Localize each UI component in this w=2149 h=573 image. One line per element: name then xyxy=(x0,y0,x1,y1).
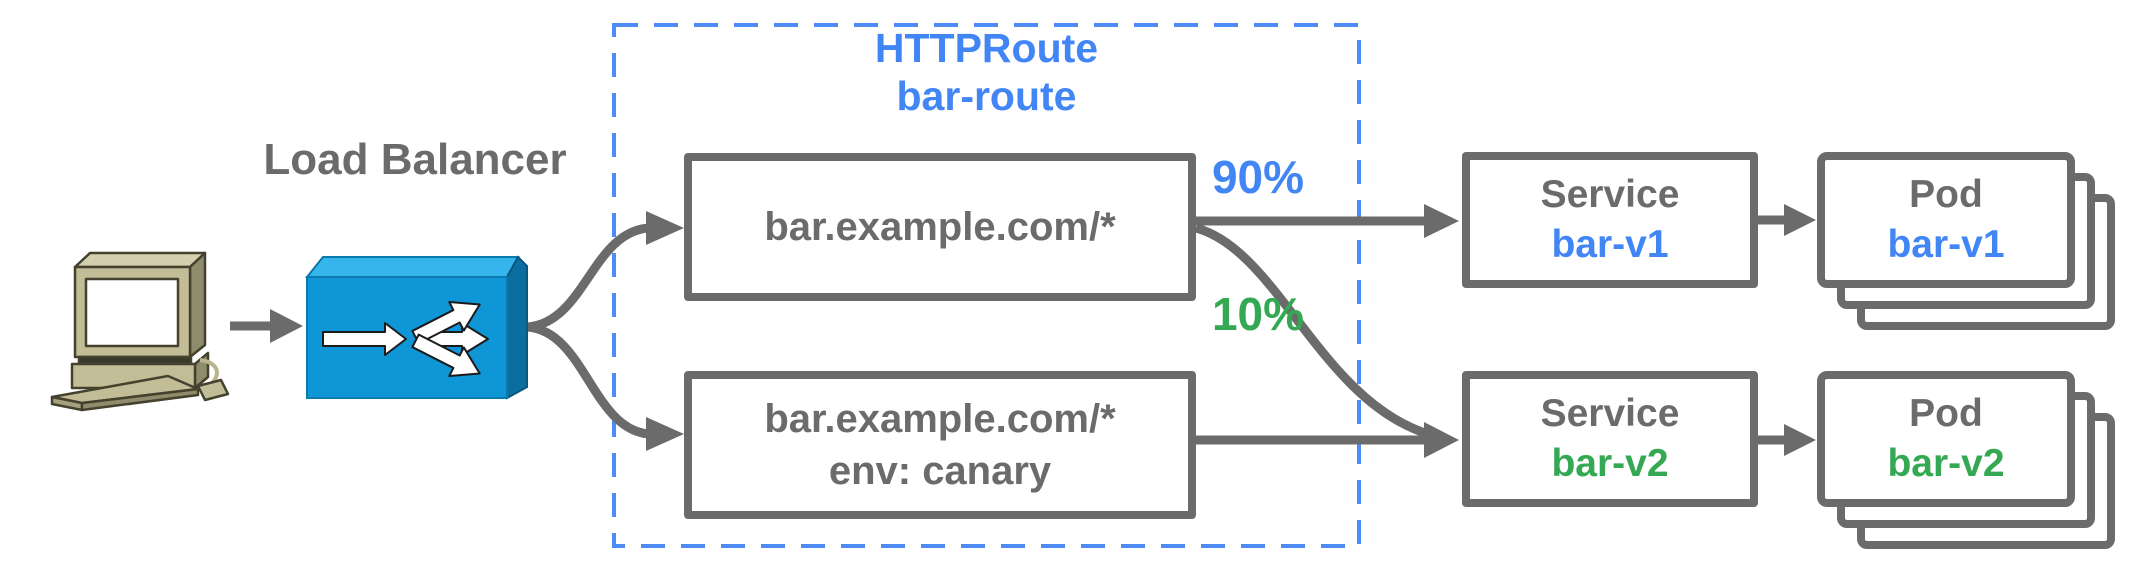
pod-type-label: Pod xyxy=(1909,173,1983,216)
service-bar-v2-box: Service bar-v2 xyxy=(1462,371,1758,507)
pod-bar-v1-stack: Pod bar-v1 xyxy=(1817,152,2115,330)
service-type-label: Service xyxy=(1540,173,1680,216)
client-to-lb-arrow xyxy=(230,309,303,343)
httproute-title: HTTPRoute bar-route xyxy=(612,24,1361,120)
route-rule-1-match: bar.example.com/* xyxy=(764,205,1116,249)
service-type-label: Service xyxy=(1540,392,1680,435)
httproute-boundary xyxy=(612,23,1361,548)
route2-to-service2-arrow xyxy=(1196,422,1459,458)
service-name: bar-v1 xyxy=(1551,223,1669,266)
load-balancer-label: Load Balancer xyxy=(263,135,567,184)
pod-type-label: Pod xyxy=(1909,392,1983,435)
pod-bar-v2-card: Pod bar-v2 xyxy=(1817,371,2075,507)
lb-split-arrows xyxy=(527,211,684,451)
route1-to-service1-arrow xyxy=(1196,204,1459,238)
httproute-name: bar-route xyxy=(896,73,1077,119)
weight-90-label: 90% xyxy=(1211,151,1305,203)
load-balancer-icon xyxy=(304,255,528,400)
pod-name: bar-v1 xyxy=(1887,223,2005,266)
route-rule-2-box: bar.example.com/* env: canary xyxy=(684,371,1196,519)
service1-to-pod1-arrow xyxy=(1758,204,1816,236)
service-bar-v1-box: Service bar-v1 xyxy=(1462,152,1758,288)
weight-10-label: 10% xyxy=(1211,288,1305,340)
pod-bar-v1-card: Pod bar-v1 xyxy=(1817,152,2075,288)
client-computer-icon xyxy=(50,251,230,412)
route-rule-2-header-match: env: canary xyxy=(828,449,1052,493)
pod-name: bar-v2 xyxy=(1887,442,2005,485)
service2-to-pod2-arrow xyxy=(1758,424,1816,456)
service-name: bar-v2 xyxy=(1551,442,1669,485)
route-rule-1-box: bar.example.com/* xyxy=(684,153,1196,301)
route-rule-2-match: bar.example.com/* xyxy=(764,397,1116,441)
httproute-kind: HTTPRoute xyxy=(874,25,1099,71)
route1-to-service2-curve xyxy=(1194,223,1430,439)
pod-bar-v2-stack: Pod bar-v2 xyxy=(1817,371,2115,549)
